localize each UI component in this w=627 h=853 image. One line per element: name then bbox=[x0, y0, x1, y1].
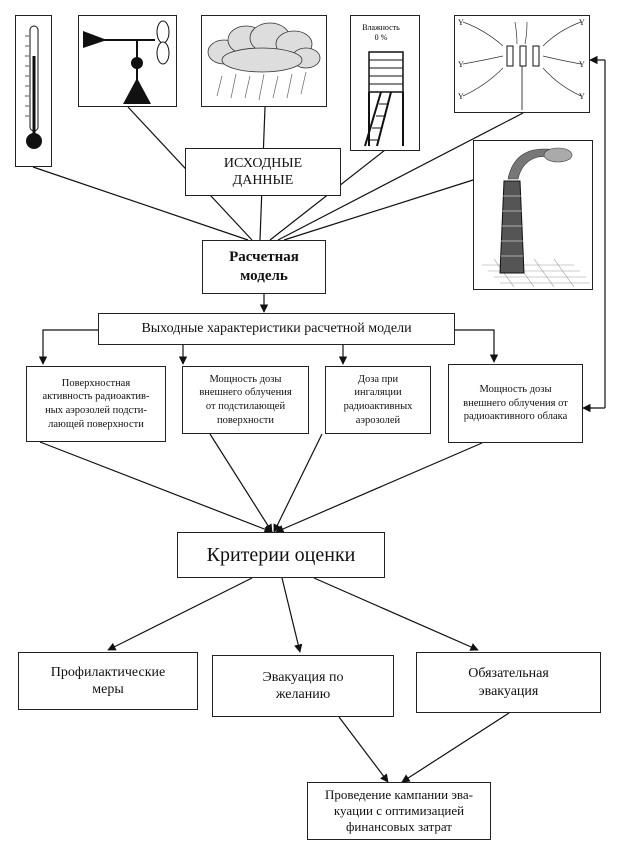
prophylactic-measures-box: Профилактические меры bbox=[18, 652, 198, 710]
svg-text:Y: Y bbox=[458, 92, 464, 101]
svg-text:Y: Y bbox=[579, 18, 585, 27]
svg-text:Y: Y bbox=[579, 60, 585, 69]
mandatory-evacuation-box: Обязательная эвакуация bbox=[416, 652, 601, 713]
svg-text:Y: Y bbox=[458, 60, 464, 69]
output-inhalation-dose-box: Доза при ингаляции радиоактивных аэрозол… bbox=[325, 366, 431, 434]
connector-smokestack bbox=[283, 179, 474, 241]
thermometer-icon bbox=[15, 15, 52, 167]
calc-model-box: Расчетная модель bbox=[202, 240, 326, 294]
connector-wind-field bbox=[277, 112, 524, 241]
humidity-label-line1: Влажность bbox=[362, 23, 400, 32]
humidity-label-line2: 0 % bbox=[375, 33, 388, 42]
model-outputs-box: Выходные характеристики расчетной модели bbox=[98, 313, 455, 345]
evacuation-campaign-box: Проведение кампании эва- куации с оптими… bbox=[307, 782, 491, 840]
svg-text:Y: Y bbox=[458, 18, 464, 27]
output-surface-dose-box: Мощность дозы внешнего облучения от подс… bbox=[182, 366, 309, 434]
criteria-box: Критерии оценки bbox=[177, 532, 385, 578]
wind-vane-icon bbox=[78, 15, 177, 107]
output-surface-activity-box: Поверхностная активность радиоактив- ных… bbox=[26, 366, 166, 442]
rain-cloud-icon bbox=[201, 15, 327, 107]
svg-text:Y: Y bbox=[579, 92, 585, 101]
output-cloud-dose-box: Мощность дозы внешнего облучения от ради… bbox=[448, 364, 583, 443]
connector-thermometer bbox=[32, 166, 249, 241]
wind-field-icon: Y Y Y Y Y Y bbox=[454, 15, 590, 113]
smokestack-plume-icon bbox=[473, 140, 593, 290]
voluntary-evacuation-box: Эвакуация по желанию bbox=[212, 655, 394, 717]
humidity-shelter-icon: Влажность 0 % bbox=[350, 15, 420, 151]
initial-data-box: ИСХОДНЫЕ ДАННЫЕ bbox=[185, 148, 341, 196]
